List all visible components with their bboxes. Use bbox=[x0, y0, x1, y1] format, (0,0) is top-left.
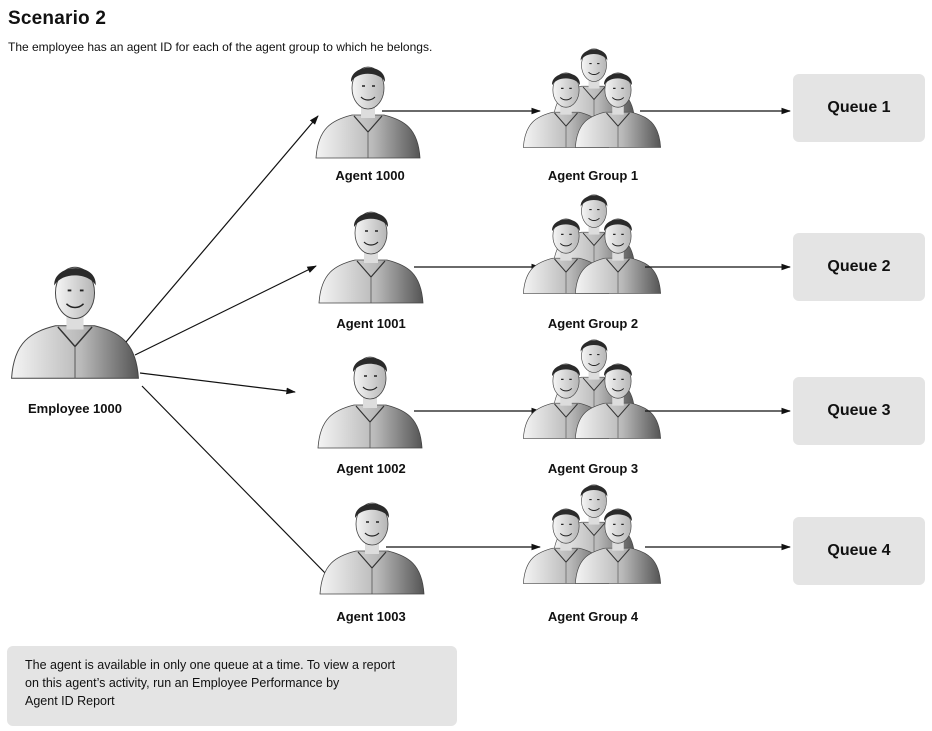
note-line-3: Agent ID Report bbox=[25, 694, 115, 708]
agent-1001-icon bbox=[318, 211, 424, 304]
agent-1003-label: Agent 1003 bbox=[336, 609, 405, 624]
queue-4-label: Queue 4 bbox=[827, 542, 891, 559]
agent-1002-icon bbox=[317, 356, 423, 449]
agent-group-2-icon bbox=[523, 195, 660, 294]
agent-group-2-label: Agent Group 2 bbox=[548, 316, 638, 331]
diagram-title: Scenario 2 bbox=[8, 8, 107, 29]
employee-label: Employee 1000 bbox=[28, 401, 122, 416]
note-line-2: on this agent’s activity, run an Employe… bbox=[25, 676, 340, 690]
queue-3-box: Queue 3 bbox=[793, 377, 925, 445]
agent-1003-icon bbox=[319, 502, 425, 595]
agent-group-3-icon bbox=[523, 340, 660, 439]
employee-to-agent-1001-arrow bbox=[134, 265, 317, 356]
agent-group-3-label: Agent Group 3 bbox=[548, 461, 638, 476]
agent-1001-label: Agent 1001 bbox=[336, 316, 405, 331]
queue-4-box: Queue 4 bbox=[793, 517, 925, 585]
agent-group-4-icon bbox=[523, 485, 660, 584]
queue-2-label: Queue 2 bbox=[827, 258, 891, 275]
agent-group-4-label: Agent Group 4 bbox=[548, 609, 639, 624]
queue-1-box: Queue 1 bbox=[793, 74, 925, 142]
employee-to-agent-1000-arrow bbox=[125, 115, 319, 343]
agent-1002-label: Agent 1002 bbox=[336, 461, 405, 476]
employee-icon bbox=[10, 266, 140, 380]
agent-group-1-label: Agent Group 1 bbox=[548, 168, 638, 183]
agent-1000-icon bbox=[315, 66, 421, 159]
agent-1000-label: Agent 1000 bbox=[335, 168, 404, 183]
employee-to-agent-1003-line bbox=[141, 385, 329, 577]
queue-1-label: Queue 1 bbox=[827, 99, 891, 116]
note-line-1: The agent is available in only one queue… bbox=[25, 658, 396, 672]
diagram-subtitle: The employee has an agent ID for each of… bbox=[8, 40, 433, 54]
agent-group-1-icon bbox=[523, 49, 660, 148]
employee-to-agent-1002-arrow bbox=[139, 372, 296, 395]
info-note: The agent is available in only one queue… bbox=[7, 646, 457, 726]
queue-3-label: Queue 3 bbox=[827, 402, 891, 419]
queue-2-box: Queue 2 bbox=[793, 233, 925, 301]
